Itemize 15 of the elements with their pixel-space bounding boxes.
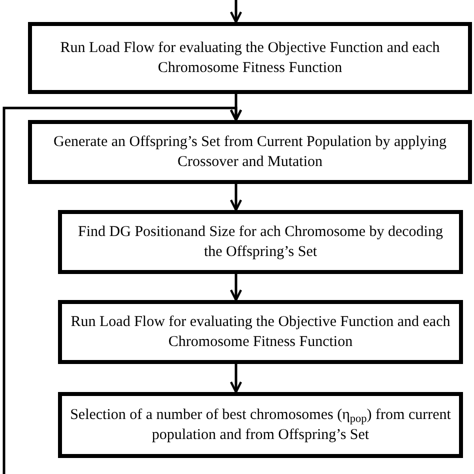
arrow — [230, 274, 242, 302]
step-text: Selection of a number of best chromosomes (η$_{pop}$) from current population and from Offspring’s Set — [70, 406, 451, 445]
arrow — [230, 364, 242, 394]
arrow — [2, 106, 242, 474]
arrow — [230, 184, 242, 212]
process-box — [58, 210, 463, 274]
step-text: Run Load Flow for evaluating the Objective Function and each Chromosome Fitness Function — [70, 313, 451, 352]
step-text: Run Load Flow for evaluating the Objective Function and each Chromosome Fitness Function — [59, 39, 441, 78]
process-box — [58, 392, 463, 458]
process-box — [58, 300, 463, 364]
process-box — [28, 22, 472, 94]
step-text: Find DG Positionand Size for ach Chromosome by decoding the Offspring’s Set — [77, 223, 444, 262]
process-box — [28, 120, 472, 184]
step-text: Generate an Offspring’s Set from Current Population by applying Crossover and Mutation — [52, 133, 448, 172]
arrow — [230, 0, 242, 24]
